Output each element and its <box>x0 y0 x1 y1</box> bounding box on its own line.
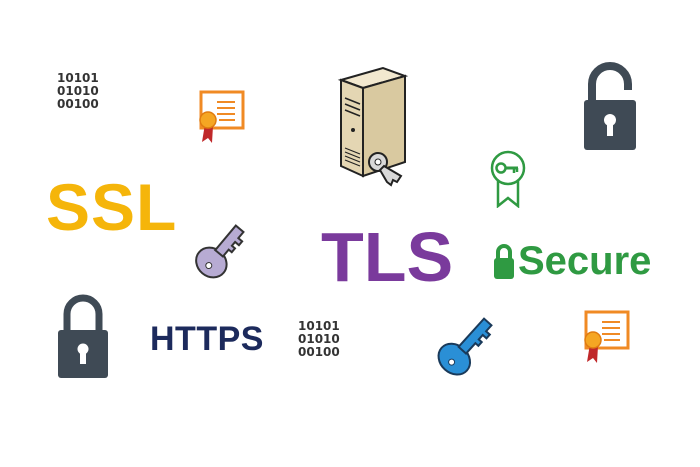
binary-text-bottom: 10101 01010 00100 <box>298 319 340 359</box>
tls-label: TLS <box>321 218 454 296</box>
certificate-icon <box>199 90 245 143</box>
key-icon-blue <box>437 317 493 376</box>
key-icon-purple <box>195 224 245 279</box>
key-badge-icon <box>490 150 526 208</box>
ssl-label: SSL <box>46 170 178 244</box>
secure-label: Secure <box>518 239 652 283</box>
binary-text-top: 10101 01010 00100 <box>57 71 99 111</box>
server-icon <box>337 66 409 187</box>
padlock-icon-bottom <box>58 294 108 378</box>
certificate-icon-bottom <box>584 310 630 363</box>
padlock-small-icon <box>494 244 514 279</box>
padlock-icon <box>584 62 636 150</box>
https-label: HTTPS <box>150 320 264 358</box>
